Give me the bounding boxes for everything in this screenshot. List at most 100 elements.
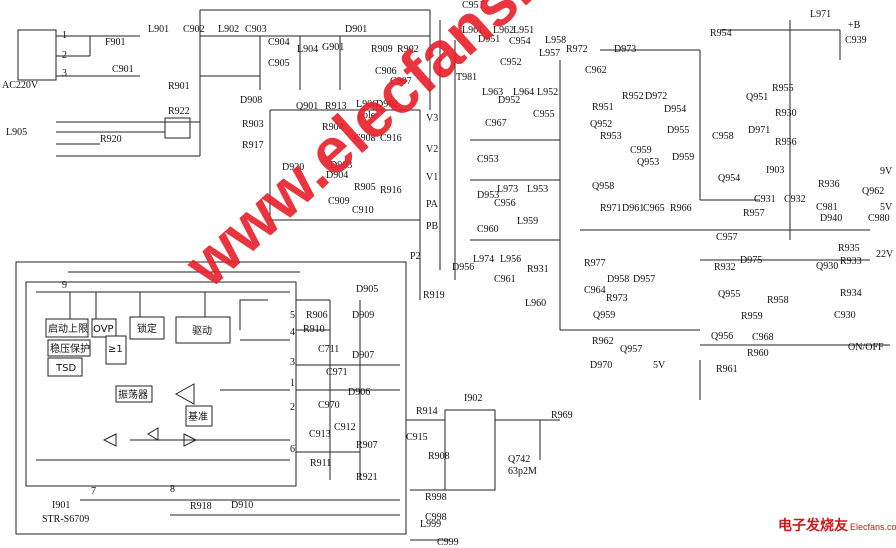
component-label: R911 bbox=[310, 458, 331, 469]
component-label: C959 bbox=[630, 145, 652, 156]
component-label: D920 bbox=[282, 162, 304, 173]
component-label: R916 bbox=[380, 185, 402, 196]
component-label: C906 bbox=[375, 66, 397, 77]
component-label: R905 bbox=[354, 182, 376, 193]
logo-cn: 电子发烧友 bbox=[778, 517, 848, 534]
component-label: D972 bbox=[645, 91, 667, 102]
component-label: R952 bbox=[622, 91, 644, 102]
block-latch: 锁定 bbox=[137, 322, 157, 335]
component-label: R909 bbox=[371, 44, 393, 55]
component-label: 8 bbox=[170, 484, 175, 495]
component-label: Q959 bbox=[593, 310, 615, 321]
component-label: 63p2M bbox=[508, 466, 537, 477]
block-reference: 基准 bbox=[188, 410, 208, 423]
block-oscillator: 振荡器 bbox=[118, 388, 148, 401]
component-label: C901 bbox=[112, 64, 134, 75]
component-label: D952 bbox=[498, 95, 520, 106]
component-label: D959 bbox=[672, 152, 694, 163]
component-label: C931 bbox=[754, 194, 776, 205]
component-label: R958 bbox=[767, 295, 789, 306]
component-label: 5 bbox=[290, 310, 295, 321]
component-label: D951 bbox=[478, 34, 500, 45]
component-label: D901 bbox=[345, 24, 367, 35]
component-label: D957 bbox=[633, 274, 655, 285]
component-label: 2 bbox=[290, 402, 295, 413]
component-label: PB bbox=[426, 221, 439, 232]
block-startup-limit: 启动上限 bbox=[48, 322, 88, 335]
component-label: L905 bbox=[6, 127, 27, 138]
component-label: PA bbox=[426, 199, 439, 210]
component-label: AC220V bbox=[2, 80, 39, 91]
component-label: pole bbox=[358, 110, 376, 121]
component-label: R962 bbox=[592, 336, 614, 347]
component-label: R903 bbox=[242, 119, 264, 130]
component-label: R906 bbox=[306, 310, 328, 321]
component-label: 7 bbox=[91, 486, 96, 497]
component-label: D902 bbox=[376, 99, 398, 110]
component-label: V2 bbox=[426, 144, 438, 155]
component-label: L974 bbox=[473, 254, 494, 265]
component-label: C711 bbox=[318, 344, 339, 355]
component-label: 3 bbox=[290, 357, 295, 368]
component-label: D955 bbox=[667, 125, 689, 136]
component-label: C951 bbox=[462, 0, 484, 11]
logo-en: Elecfans.com bbox=[850, 522, 896, 532]
block-ovp: OVP bbox=[93, 324, 114, 335]
component-label: Q952 bbox=[590, 119, 612, 130]
component-label: D958 bbox=[607, 274, 629, 285]
component-label: D970 bbox=[590, 360, 612, 371]
component-label: R904 bbox=[322, 122, 344, 133]
component-label: L901 bbox=[148, 24, 169, 35]
block-protect: 稳压保护 bbox=[50, 342, 90, 355]
block-driver: 驱动 bbox=[192, 325, 212, 337]
component-label: Q901 bbox=[296, 101, 318, 112]
component-label: D954 bbox=[664, 104, 686, 115]
component-label: D908 bbox=[240, 95, 262, 106]
component-label: L958 bbox=[545, 35, 566, 46]
component-label: Q956 bbox=[711, 331, 733, 342]
wires bbox=[15, 9, 890, 541]
component-label: Q958 bbox=[592, 181, 614, 192]
component-label: L999 bbox=[420, 519, 441, 530]
component-label: L906 bbox=[356, 99, 377, 110]
component-label: T981 bbox=[456, 72, 477, 83]
component-label: Q951 bbox=[746, 92, 768, 103]
component-label: C968 bbox=[752, 332, 774, 343]
component-label: 1 bbox=[290, 378, 295, 389]
component-label: Q930 bbox=[816, 261, 838, 272]
component-label: L961 bbox=[462, 25, 483, 36]
component-label: F901 bbox=[105, 37, 126, 48]
component-label: 4 bbox=[290, 327, 295, 338]
component-label: L953 bbox=[527, 184, 548, 195]
component-label: R961 bbox=[716, 364, 738, 375]
component-label: L962 bbox=[493, 25, 514, 36]
component-label: I902 bbox=[464, 393, 482, 404]
component-label: R954 bbox=[710, 28, 732, 39]
component-label: D910 bbox=[231, 500, 253, 511]
component-label: D973 bbox=[614, 44, 636, 55]
component-label: C954 bbox=[509, 36, 531, 47]
component-label: R930 bbox=[775, 108, 797, 119]
component-label: I903 bbox=[766, 165, 784, 176]
component-label: V1 bbox=[426, 172, 438, 183]
component-label: C970 bbox=[318, 400, 340, 411]
component-label: D909 bbox=[352, 310, 374, 321]
component-label: R913 bbox=[325, 101, 347, 112]
component-label: D971 bbox=[748, 125, 770, 136]
component-label: C907 bbox=[390, 76, 412, 87]
component-label: R931 bbox=[527, 264, 549, 275]
component-label: C903 bbox=[245, 24, 267, 35]
component-label: L959 bbox=[517, 216, 538, 227]
component-label: 6 bbox=[290, 444, 295, 455]
component-label: D940 bbox=[820, 213, 842, 224]
component-label: R922 bbox=[168, 106, 190, 117]
component-label: R902 bbox=[397, 44, 419, 55]
component-label: C905 bbox=[268, 58, 290, 69]
component-label: 5V bbox=[653, 360, 666, 371]
ac-socket bbox=[17, 29, 57, 81]
component-label: Q954 bbox=[718, 173, 740, 184]
component-label: C953 bbox=[477, 154, 499, 165]
component-label: C913 bbox=[309, 429, 331, 440]
